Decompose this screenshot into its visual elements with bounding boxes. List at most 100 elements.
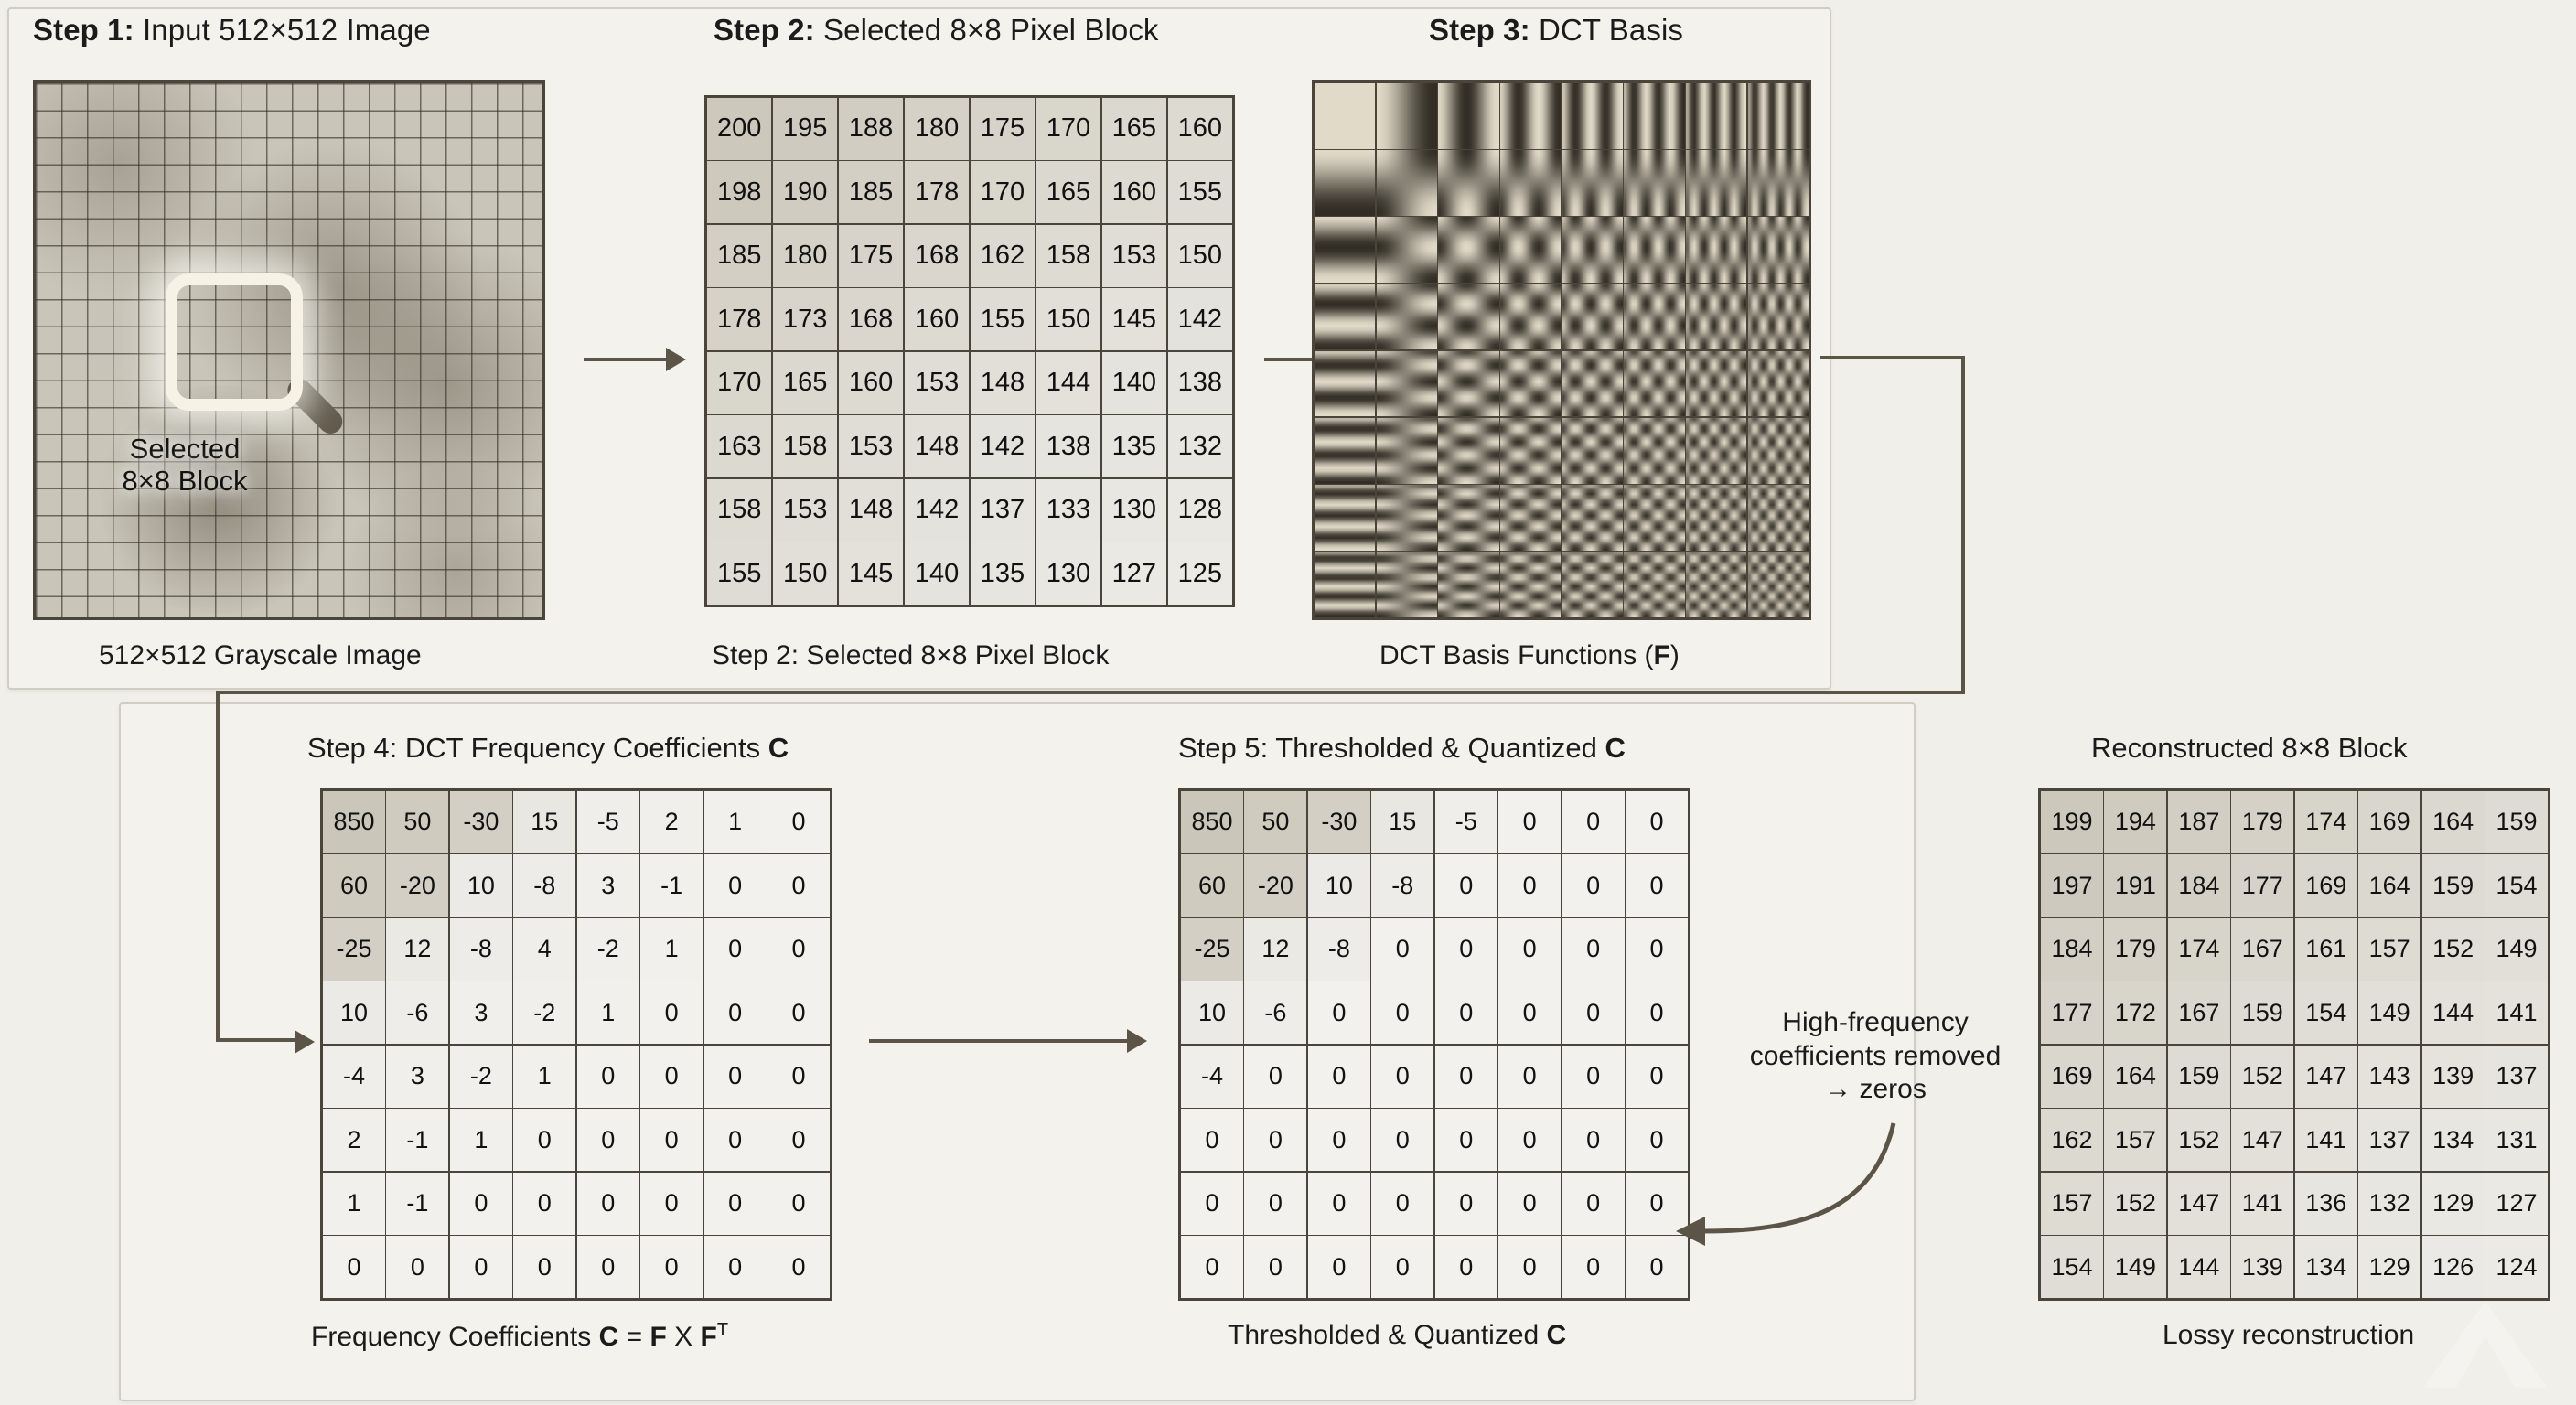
zeros-annotation-line2: coefficients removed bbox=[1749, 1040, 2002, 1071]
matrix-cell: 140 bbox=[904, 542, 970, 605]
step4-caption-f2: F bbox=[700, 1322, 717, 1352]
matrix-cell: 158 bbox=[707, 478, 772, 542]
dct-basis-cell bbox=[1376, 417, 1437, 484]
matrix-cell: 0 bbox=[1562, 1236, 1625, 1298]
matrix-cell: 0 bbox=[1626, 791, 1688, 853]
matrix-cell: 0 bbox=[1307, 1236, 1370, 1298]
matrix-cell: 140 bbox=[1101, 351, 1167, 414]
matrix-cell: 148 bbox=[970, 351, 1036, 414]
step4-title-bold: C bbox=[767, 732, 789, 764]
matrix-cell: 159 bbox=[2485, 791, 2548, 853]
dct-basis-cell bbox=[1315, 552, 1376, 617]
dct-basis-cell bbox=[1686, 150, 1747, 216]
matrix-cell: -2 bbox=[449, 1045, 512, 1108]
matrix-cell: 153 bbox=[904, 351, 970, 414]
matrix-cell: 164 bbox=[2104, 1045, 2167, 1108]
step3-caption-f: F bbox=[1653, 640, 1670, 670]
matrix-cell: 0 bbox=[703, 854, 767, 917]
matrix-cell: 10 bbox=[1307, 854, 1370, 917]
matrix-cell: 0 bbox=[386, 1236, 449, 1298]
matrix-cell: 175 bbox=[970, 98, 1036, 160]
matrix-cell: 0 bbox=[513, 1109, 576, 1172]
matrix-cell: 0 bbox=[323, 1236, 385, 1298]
matrix-cell: 0 bbox=[1181, 1172, 1243, 1235]
dct-basis-cell bbox=[1624, 417, 1685, 484]
matrix-cell: 160 bbox=[904, 288, 970, 351]
dct-basis-cell bbox=[1624, 83, 1685, 149]
matrix-cell: -30 bbox=[1307, 791, 1370, 853]
matrix-cell: -1 bbox=[640, 854, 703, 917]
dct-basis-cell bbox=[1747, 284, 1809, 350]
dct-basis-cell bbox=[1438, 217, 1499, 284]
matrix-cell: 136 bbox=[2294, 1172, 2357, 1235]
matrix-cell: 0 bbox=[1307, 1109, 1370, 1172]
matrix-cell: 850 bbox=[323, 791, 385, 853]
matrix-cell: 174 bbox=[2167, 917, 2230, 981]
matrix-cell: 0 bbox=[1434, 854, 1497, 917]
matrix-cell: 10 bbox=[323, 981, 385, 1045]
dct-basis-cell bbox=[1500, 284, 1562, 350]
matrix-cell: -1 bbox=[386, 1109, 449, 1172]
matrix-cell: 153 bbox=[772, 478, 838, 542]
matrix-cell: 142 bbox=[970, 415, 1036, 478]
matrix-cell: 0 bbox=[1498, 854, 1562, 917]
step5-title-plain: Step 5: Thresholded & Quantized bbox=[1178, 732, 1605, 764]
zeros-annotation-line1: High-frequency bbox=[1782, 1007, 1969, 1037]
matrix-cell: 0 bbox=[1498, 1109, 1562, 1172]
arrow-step1-step2 bbox=[584, 348, 686, 371]
matrix-cell: 0 bbox=[703, 1045, 767, 1108]
matrix-cell: 184 bbox=[2041, 917, 2103, 981]
matrix-cell: 0 bbox=[767, 1109, 830, 1172]
step5-caption-pre: Thresholded & Quantized bbox=[1228, 1320, 1547, 1350]
matrix-cell: 191 bbox=[2104, 854, 2167, 917]
matrix-cell: 144 bbox=[2421, 981, 2485, 1045]
matrix-cell: 132 bbox=[1167, 415, 1232, 478]
dct-basis-cell bbox=[1624, 552, 1685, 617]
matrix-cell: 0 bbox=[449, 1172, 512, 1235]
matrix-cell: 147 bbox=[2231, 1109, 2294, 1172]
matrix-cell: 142 bbox=[1167, 288, 1232, 351]
matrix-cell: 150 bbox=[1036, 288, 1101, 351]
magnifier-lens bbox=[166, 273, 303, 411]
step1-title-bold: Step 1: bbox=[33, 13, 134, 47]
matrix-cell: 190 bbox=[772, 161, 838, 224]
reconstructed-caption: Lossy reconstruction bbox=[2163, 1320, 2415, 1350]
matrix-cell: 179 bbox=[2104, 917, 2167, 981]
matrix-cell: -8 bbox=[1307, 917, 1370, 981]
matrix-cell: 0 bbox=[1244, 1045, 1307, 1108]
matrix-cell: 0 bbox=[1434, 1109, 1497, 1172]
dct-basis-cell bbox=[1562, 284, 1623, 350]
matrix-cell: 0 bbox=[1626, 854, 1688, 917]
dct-basis-cell bbox=[1747, 350, 1809, 417]
matrix-cell: 129 bbox=[2421, 1172, 2485, 1235]
matrix-cell: 155 bbox=[1167, 161, 1232, 224]
matrix-cell: 175 bbox=[838, 224, 904, 287]
matrix-cell: 152 bbox=[2421, 917, 2485, 981]
matrix-cell: 139 bbox=[2231, 1236, 2294, 1298]
step4-caption-f1: F bbox=[649, 1322, 667, 1352]
matrix-cell: 0 bbox=[703, 981, 767, 1045]
step4-caption: Frequency Coefficients C = F X FT bbox=[311, 1320, 728, 1353]
zeros-annotation-line3: → zeros bbox=[1824, 1074, 1927, 1105]
step3-title: Step 3: DCT Basis bbox=[1429, 13, 1683, 48]
matrix-cell: 174 bbox=[2294, 791, 2357, 853]
dct-basis-cell bbox=[1624, 350, 1685, 417]
dct-basis-cell bbox=[1315, 83, 1376, 149]
matrix-cell: 178 bbox=[904, 161, 970, 224]
matrix-cell: 167 bbox=[2231, 917, 2294, 981]
matrix-cell: 160 bbox=[1167, 98, 1232, 160]
dct-basis-cell bbox=[1376, 150, 1437, 216]
dct-basis-cell bbox=[1686, 217, 1747, 284]
matrix-cell: 150 bbox=[772, 542, 838, 605]
reconstructed-title-plain: Reconstructed 8×8 Block bbox=[2091, 732, 2408, 764]
matrix-cell: 170 bbox=[1036, 98, 1101, 160]
matrix-cell: -5 bbox=[1434, 791, 1497, 853]
step2-title-bold: Step 2: bbox=[714, 13, 815, 47]
dct-basis-cell bbox=[1376, 284, 1437, 350]
step2-title-rest: Selected 8×8 Pixel Block bbox=[814, 13, 1159, 47]
matrix-cell: 180 bbox=[772, 224, 838, 287]
matrix-cell: 0 bbox=[1498, 1172, 1562, 1235]
matrix-cell: 178 bbox=[707, 288, 772, 351]
matrix-cell: 144 bbox=[1036, 351, 1101, 414]
matrix-cell: -20 bbox=[1244, 854, 1307, 917]
